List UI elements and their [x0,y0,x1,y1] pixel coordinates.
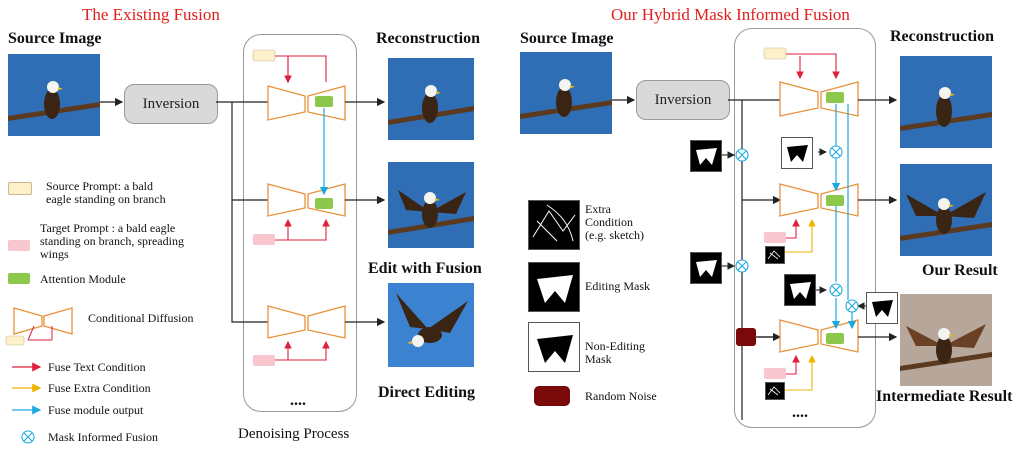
right-unet-2 [779,183,859,217]
editing-mask-thumb-3 [784,274,816,306]
right-unet-1 [779,81,859,117]
left-reconstruction-label: Reconstruction [376,30,480,47]
left-unet-2 [267,183,346,217]
right-dots: .... [792,404,808,421]
legend-attention-chip [8,273,30,284]
legend-random-noise-label: Random Noise [585,389,657,403]
right-reconstruction-image [900,56,992,148]
non-editing-mask-thumb-1 [781,137,813,169]
legend-editing-mask [528,262,580,312]
right-source-image-label: Source Image [520,30,614,47]
intermediate-result-label: Intermediate Result [876,388,1013,405]
legend-fuse-text-label: Fuse Text Condition [48,360,146,374]
legend-extra-condition-label: Extra Condition (e.g. sketch) [585,202,644,243]
legend-mask-fusion-label: Mask Informed Fusion [48,430,158,444]
right-unet-3 [779,319,859,353]
legend-target-chip [8,240,30,251]
random-noise-block [736,328,756,346]
legend-attention-label: Attention Module [40,272,126,286]
right-denoising-container [734,28,876,428]
direct-editing-label: Direct Editing [378,384,476,401]
sketch-thumb-1 [765,246,785,264]
right-reconstruction-label: Reconstruction [890,28,994,45]
left-source-image [8,54,100,136]
left-inversion-branches [216,101,268,323]
left-inversion-box: Inversion [124,84,218,124]
legend-source-prompt-label: Source Prompt: a bald eagle standing on … [46,179,166,207]
left-unet-1 [267,85,346,121]
legend-fuse-module-label: Fuse module output [48,403,144,417]
denoising-process-label: Denoising Process [238,426,350,442]
legend-unet [13,307,73,335]
right-inversion-box: Inversion [636,80,730,120]
left-unet-3 [267,305,346,339]
left-source-image-label: Source Image [8,30,102,47]
intermediate-result-image [900,294,992,386]
right-source-image [520,52,612,134]
legend-random-noise-swatch [534,386,570,406]
legend-sketch-thumb [528,200,580,250]
editing-mask-thumb-1 [690,140,722,172]
edit-with-fusion-label: Edit with Fusion [368,260,482,277]
left-denoising-container [243,34,357,412]
legend-source-chip [8,182,32,195]
mask-fusion-nodes [735,145,859,313]
our-result-image [900,164,992,256]
our-result-label: Our Result [922,262,998,279]
left-inversion-label: Inversion [142,95,200,112]
legend-target-prompt-label: Target Prompt : a bald eagle standing on… [40,221,184,262]
editing-mask-thumb-2 [690,252,722,284]
non-editing-mask-thumb-2 [866,292,898,324]
legend-mask-fusion-icon [21,430,35,444]
left-dots: .... [290,392,306,409]
edit-with-fusion-image [388,162,474,248]
direct-editing-image [388,283,474,367]
left-reconstruction-image [388,58,474,140]
right-inversion-label: Inversion [654,91,712,108]
legend-conditional-diffusion-label: Conditional Diffusion [88,311,194,325]
sketch-thumb-2 [765,382,785,400]
legend-fuse-extra-label: Fuse Extra Condition [48,381,151,395]
right-panel-title: Our Hybrid Mask Informed Fusion [611,5,850,24]
left-panel-title: The Existing Fusion [82,5,220,24]
legend-non-editing-mask [528,322,580,372]
legend-editing-mask-label: Editing Mask [585,279,650,293]
legend-non-editing-mask-label: Non-Editing Mask [585,339,645,367]
